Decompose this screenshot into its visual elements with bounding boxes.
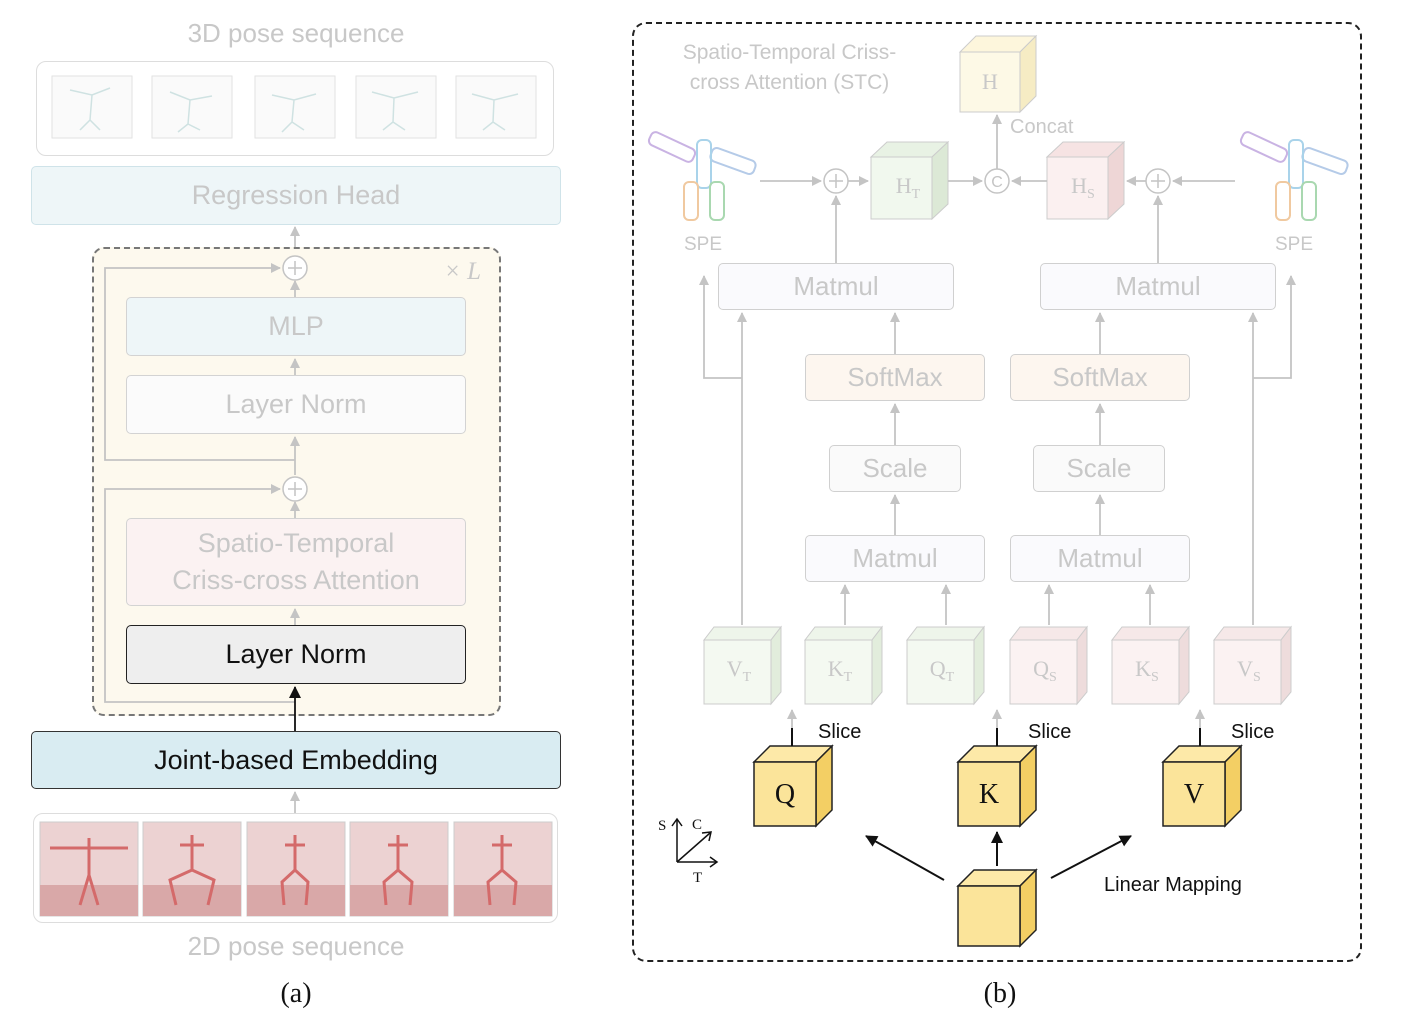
hs-label: HS <box>1071 173 1095 202</box>
matmul-output-right: Matmul <box>1040 263 1276 310</box>
qt-label: QT <box>930 656 955 685</box>
stc-title: Spatio-Temporal Criss- cross Attention (… <box>662 38 917 98</box>
ks-cube <box>1110 625 1191 706</box>
input-feature-cube <box>956 868 1038 948</box>
qt-cube <box>905 625 986 706</box>
q-label: Q <box>775 779 795 810</box>
plus-node-bottom <box>282 476 308 502</box>
3d-pose-thumbnails <box>51 75 537 139</box>
mlp-block: MLP <box>126 297 466 356</box>
qs-cube <box>1008 625 1089 706</box>
axis-t-label: T <box>693 870 702 886</box>
plus-node-top <box>282 255 308 281</box>
axis-s-label: S <box>658 818 666 834</box>
panel-a-arrows <box>104 226 300 813</box>
matmul-qk-right: Matmul <box>1010 535 1190 582</box>
layer-norm-bottom: Layer Norm <box>126 625 466 684</box>
plus-node-temporal <box>823 168 849 194</box>
spe-skeleton-right-icon <box>1239 131 1349 221</box>
q-cube <box>752 744 834 828</box>
ks-label: KS <box>1135 656 1159 685</box>
3d-pose-sequence-label: 3D pose sequence <box>187 18 405 48</box>
stc-line-1: Spatio-Temporal <box>197 528 395 558</box>
layer-norm-top: Layer Norm <box>126 375 466 434</box>
concat-label: Concat <box>1010 116 1074 138</box>
k-cube <box>956 744 1038 828</box>
softmax-right: SoftMax <box>1010 354 1190 401</box>
v-cube <box>1161 744 1243 828</box>
softmax-left: SoftMax <box>805 354 985 401</box>
slice-label-1: Slice <box>818 721 862 743</box>
slice-label-2: Slice <box>1028 721 1072 743</box>
caption-b: (b) <box>983 978 1017 1009</box>
linear-mapping-arrows <box>791 728 1201 881</box>
axis-indicator-icon <box>671 817 719 868</box>
stc-line-2: Criss-cross Attention <box>172 565 420 595</box>
panel-b-arrows <box>699 114 1296 735</box>
stc-title-line-1: Spatio-Temporal Criss- <box>682 41 897 64</box>
kt-cube <box>803 625 884 706</box>
matmul-output-left: Matmul <box>718 263 954 310</box>
h-output-cube <box>958 34 1038 114</box>
scale-right: Scale <box>1033 445 1165 492</box>
scale-left: Scale <box>829 445 961 492</box>
qs-label: QS <box>1033 656 1057 685</box>
regression-head: Regression Head <box>31 166 561 225</box>
vt-cube <box>702 625 783 706</box>
slice-label-3: Slice <box>1231 721 1275 743</box>
stc-panel-border <box>632 22 1362 962</box>
hs-cube <box>1045 140 1126 221</box>
concat-symbol: C <box>991 174 1003 191</box>
plus-node-spatial <box>1145 168 1171 194</box>
stc-attention-block: Spatio-Temporal Criss-cross Attention <box>126 518 466 606</box>
axis-c-label: C <box>692 817 702 833</box>
v-label: V <box>1184 779 1204 810</box>
spe-skeleton-left-icon <box>647 131 757 221</box>
kt-label: KT <box>828 656 853 685</box>
vt-label: VT <box>727 656 752 685</box>
matmul-qk-left: Matmul <box>805 535 985 582</box>
spe-left-label: SPE <box>684 234 723 255</box>
h-output-label: H <box>982 69 998 94</box>
vs-cube <box>1212 625 1293 706</box>
linear-mapping-label: Linear Mapping <box>1104 874 1242 896</box>
ht-label: HT <box>896 173 921 202</box>
repeat-count-label: × L <box>444 258 482 285</box>
k-label: K <box>979 779 999 810</box>
2d-pose-frames <box>39 821 553 917</box>
2d-pose-sequence-label: 2D pose sequence <box>187 931 405 961</box>
spe-right-label: SPE <box>1275 234 1314 255</box>
caption-a: (a) <box>280 978 312 1009</box>
stc-title-line-2: cross Attention (STC) <box>689 71 890 94</box>
joint-based-embedding: Joint-based Embedding <box>31 731 561 789</box>
vs-label: VS <box>1237 656 1261 685</box>
ht-cube <box>869 140 950 221</box>
